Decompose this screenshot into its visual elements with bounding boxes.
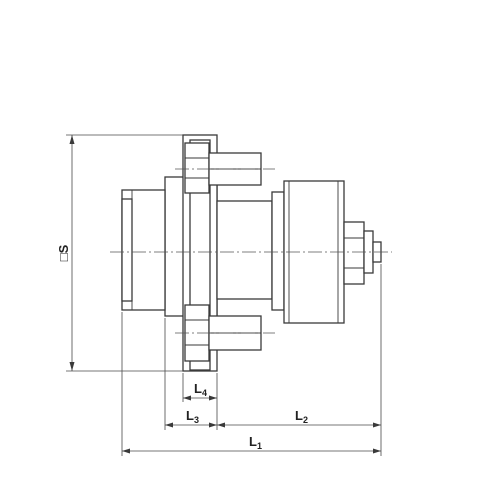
- dimension-l2-sub: 2: [303, 415, 308, 425]
- dimension-l3-letter: L: [186, 408, 194, 423]
- dimension-l1-letter: L: [249, 434, 257, 449]
- dimension-l1-label: L1: [249, 434, 262, 451]
- dimension-l3-label: L3: [186, 408, 199, 425]
- dimension-s: □S: [56, 134, 183, 372]
- dimension-l2-label: L2: [295, 408, 308, 425]
- nut: [343, 221, 382, 285]
- dimension-l3: L3: [165, 408, 217, 428]
- dimension-l4-sub: 4: [202, 388, 207, 398]
- left-spigot: [121, 189, 166, 311]
- dimension-l4: L4: [183, 381, 217, 401]
- dimension-l4-letter: L: [194, 381, 202, 396]
- main-body: [216, 180, 345, 324]
- extension-lines: [121, 264, 382, 456]
- dimension-s-letter: S: [56, 244, 71, 253]
- dimension-l2-letter: L: [295, 408, 303, 423]
- upper-bolt: [184, 142, 262, 194]
- center-lines: [110, 168, 392, 334]
- dimension-l2: L2: [217, 408, 381, 428]
- dimension-l1: L1: [122, 434, 381, 454]
- dimension-l3-sub: 3: [194, 415, 199, 425]
- dimension-l4-label: L4: [194, 381, 207, 398]
- dimension-l1-sub: 1: [257, 441, 262, 451]
- dimension-s-label: □S: [56, 244, 71, 261]
- dimension-s-prefix: □: [56, 253, 71, 261]
